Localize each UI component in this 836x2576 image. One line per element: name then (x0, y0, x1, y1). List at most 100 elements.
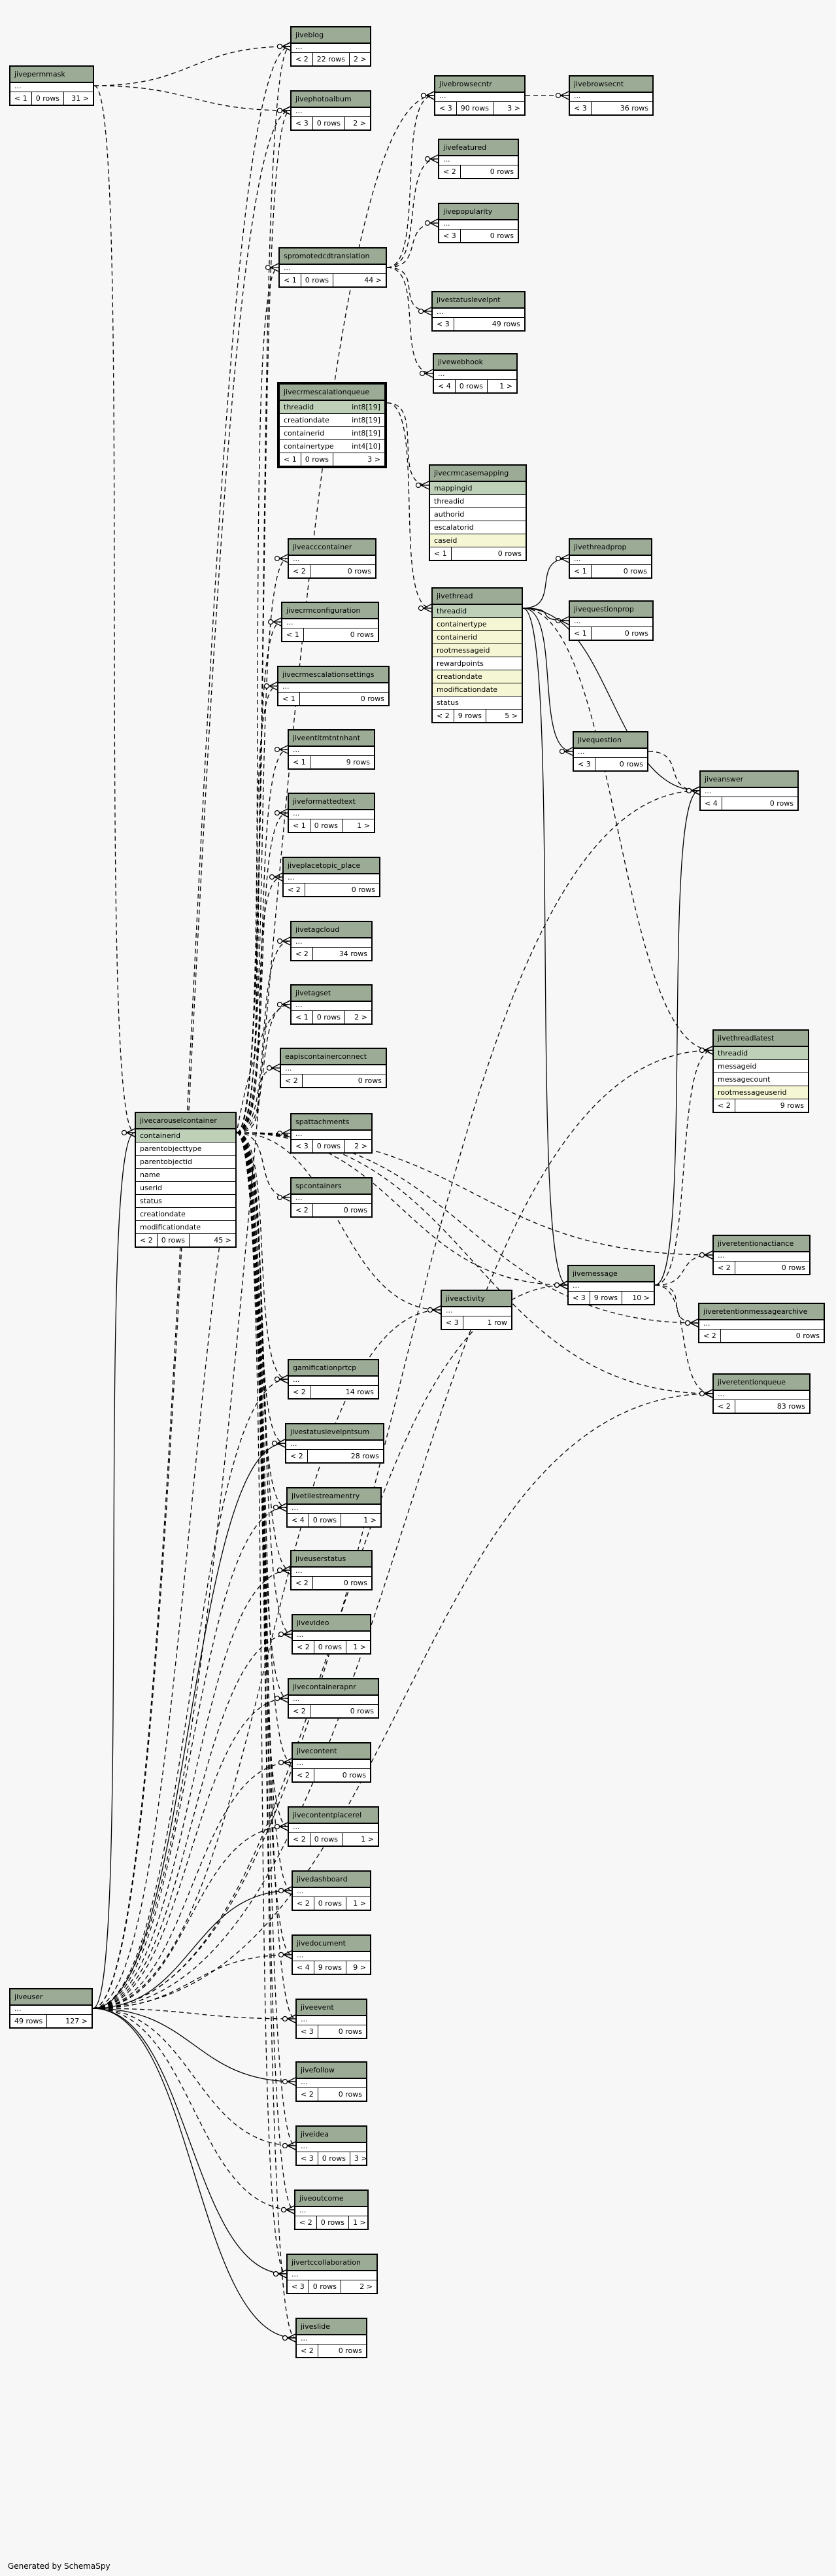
footer-cell[interactable]: 0 rows (313, 117, 345, 129)
footer-cell[interactable]: < 1 (282, 628, 304, 641)
footer-cell[interactable]: 0 rows (32, 92, 64, 105)
footer-cell[interactable]: < 1 (570, 565, 592, 577)
footer-cell[interactable]: 36 rows (620, 104, 648, 112)
footer-cell[interactable]: < 3 (297, 2025, 318, 2038)
footer-cell[interactable]: 0 rows (456, 380, 488, 392)
footer-cell[interactable]: < 2 (136, 1234, 158, 1246)
footer-cell[interactable]: 0 rows (301, 274, 333, 286)
footer-cell[interactable]: 0 rows (624, 629, 648, 638)
footer-cell[interactable]: 0 rows (350, 630, 374, 639)
footer-cell[interactable]: < 1 (289, 819, 310, 832)
footer-cell[interactable]: 0 rows (619, 760, 643, 768)
footer-cell[interactable]: < 2 (289, 565, 310, 577)
footer-cell[interactable]: 22 rows (313, 53, 350, 65)
footer-cell[interactable]: < 2 (289, 1705, 310, 1717)
footer-cell[interactable]: < 2 (297, 2088, 318, 2101)
footer-cell[interactable]: 0 rows (309, 2280, 341, 2293)
footer-cell[interactable]: < 3 (288, 2280, 309, 2293)
footer-cell[interactable]: 0 rows (317, 2216, 349, 2229)
footer-cell[interactable]: 1 > (353, 1899, 366, 1908)
footer-cell[interactable]: 0 rows (343, 1206, 367, 1214)
footer-cell[interactable]: 0 rows (490, 167, 514, 176)
footer-cell[interactable]: 0 rows (338, 2090, 362, 2099)
footer-cell[interactable]: < 2 (439, 165, 461, 178)
footer-cell[interactable]: 0 rows (342, 1771, 366, 1779)
footer-cell[interactable]: 2 > (354, 1142, 367, 1150)
footer-cell[interactable]: 1 > (361, 1835, 374, 1844)
footer-cell[interactable]: 0 rows (358, 1076, 382, 1085)
footer-cell[interactable]: 5 > (505, 712, 518, 720)
footer-cell[interactable]: 9 rows (590, 1292, 622, 1304)
footer-cell[interactable]: 0 rows (158, 1234, 190, 1246)
footer-cell[interactable]: < 2 (433, 710, 454, 722)
footer-cell[interactable]: < 2 (714, 1262, 735, 1274)
footer-cell[interactable]: < 2 (293, 1769, 314, 1781)
footer-cell[interactable]: 0 rows (490, 232, 514, 240)
footer-cell[interactable]: 127 > (65, 2017, 88, 2025)
footer-cell[interactable]: < 2 (297, 2344, 318, 2357)
footer-cell[interactable]: 1 > (353, 1643, 366, 1651)
footer-cell[interactable]: 9 rows (314, 1961, 346, 1974)
footer-cell[interactable]: < 2 (292, 948, 313, 960)
footer-cell[interactable]: < 2 (714, 1400, 735, 1413)
footer-cell[interactable]: 49 rows (492, 320, 520, 328)
footer-cell[interactable]: < 1 (292, 1011, 313, 1023)
footer-cell[interactable]: < 3 (435, 102, 457, 114)
footer-cell[interactable]: 34 rows (339, 950, 367, 958)
footer-cell[interactable]: 0 rows (313, 1140, 345, 1152)
footer-cell[interactable]: 1 > (499, 382, 512, 390)
footer-cell[interactable]: 0 rows (769, 799, 794, 808)
footer-cell[interactable]: 0 rows (310, 819, 343, 832)
footer-cell[interactable]: < 2 (281, 1074, 303, 1087)
footer-cell[interactable]: 2 > (354, 1013, 367, 1022)
footer-cell[interactable]: 0 rows (351, 885, 375, 894)
footer-cell[interactable]: 83 rows (777, 1402, 805, 1411)
footer-cell[interactable]: < 2 (699, 1330, 721, 1342)
footer-cell[interactable]: < 3 (574, 758, 595, 770)
footer-cell[interactable]: 9 rows (454, 710, 486, 722)
footer-cell[interactable]: 0 rows (309, 1514, 341, 1526)
footer-cell[interactable]: < 4 (434, 380, 456, 392)
footer-cell[interactable]: 1 > (363, 1516, 376, 1524)
footer-cell[interactable]: < 3 (570, 102, 592, 114)
footer-cell[interactable]: 10 > (632, 1294, 650, 1302)
footer-cell[interactable]: 0 rows (314, 1641, 346, 1653)
footer-cell[interactable]: < 2 (289, 1386, 310, 1398)
footer-cell[interactable]: 90 rows (457, 102, 493, 114)
footer-cell[interactable]: < 3 (292, 117, 313, 129)
footer-cell[interactable]: < 1 (280, 453, 301, 466)
footer-cell[interactable]: 0 rows (623, 567, 647, 575)
footer-cell[interactable]: 0 rows (314, 1897, 346, 1910)
footer-cell[interactable]: 44 > (364, 276, 382, 284)
